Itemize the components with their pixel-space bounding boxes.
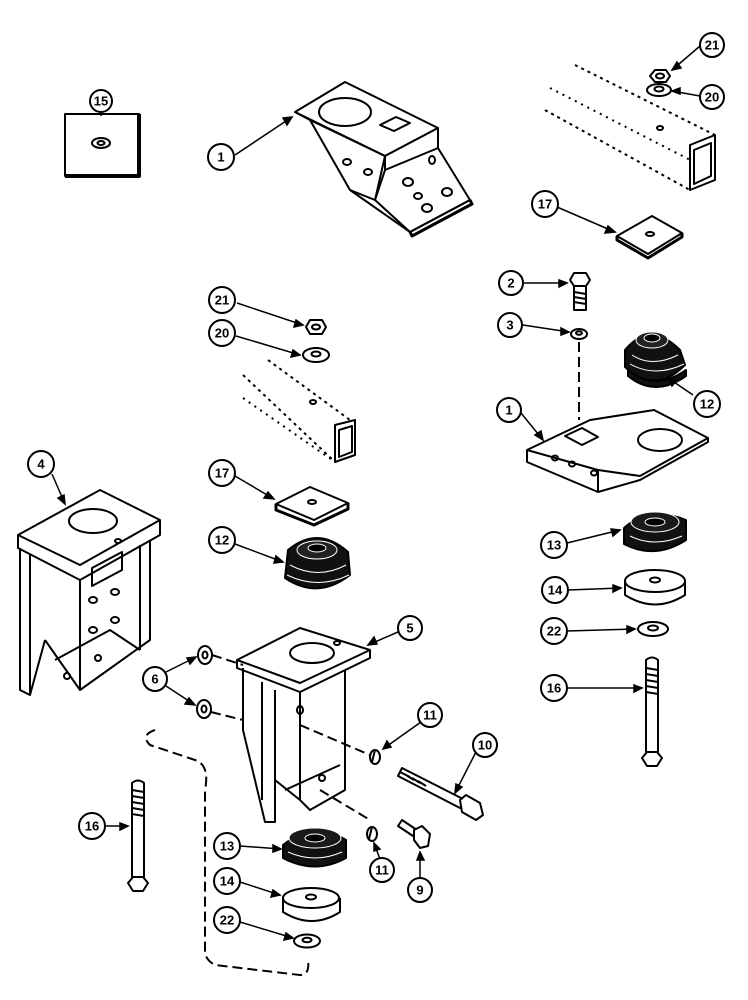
- callout-13-right-label: 13: [547, 538, 561, 553]
- part-6-washer-upper: [197, 645, 213, 665]
- callout-14-right-circle: [541, 576, 569, 604]
- callout-3-circle: [497, 312, 523, 338]
- part-15-square-pad: [64, 113, 141, 178]
- callout-5-circle: [397, 615, 423, 641]
- callout-20-middle-label: 20: [215, 326, 229, 341]
- callout-13-middle-label: 13: [220, 839, 234, 854]
- part-21-nut-middle: [305, 319, 327, 335]
- callout-22-middle-label: 22: [220, 913, 234, 928]
- callout-12-right-circle: [693, 390, 721, 418]
- callout-13-right-circle: [540, 531, 568, 559]
- part-1-bracket-plate-right: [526, 409, 709, 493]
- callout-10-circle: [472, 732, 498, 758]
- callout-21-top-label: 21: [705, 38, 719, 53]
- part-6-washer-lower: [196, 699, 212, 719]
- part-9-cap-screw: [397, 819, 431, 849]
- callout-20-top-circle: [699, 84, 725, 110]
- callout-2-label: 2: [507, 276, 514, 291]
- callout-17-middle-label: 17: [215, 466, 229, 481]
- callout-21-middle-circle: [208, 286, 236, 314]
- part-16-long-bolt-left: [127, 779, 149, 892]
- callout-6-label: 6: [151, 672, 158, 687]
- callout-17-top-label: 17: [538, 197, 552, 212]
- callout-11-lower-label: 11: [375, 863, 389, 878]
- callout-16-right-circle: [540, 674, 568, 702]
- part-13-snubber-middle: [282, 827, 347, 868]
- callout-12-middle-label: 12: [215, 533, 229, 548]
- callout-20-middle-circle: [208, 319, 236, 347]
- part-22-washer-middle: [293, 933, 321, 949]
- part-17-pad-middle: [274, 486, 350, 527]
- callout-4-label: 4: [37, 457, 45, 472]
- part-14-spacer-middle: [282, 887, 341, 922]
- callout-15-circle: [89, 89, 113, 113]
- part-11-lock-washer-lower: [366, 826, 378, 842]
- callout-21-top-circle: [699, 32, 725, 58]
- callout-14-middle-label: 14: [220, 874, 235, 889]
- part-20-washer-top: [646, 83, 672, 97]
- callout-11-upper-label: 11: [423, 708, 437, 723]
- callout-1-lower-circle: [496, 397, 522, 423]
- callout-12-middle-circle: [208, 526, 236, 554]
- part-1-mounting-bracket-top: [294, 81, 474, 238]
- callout-17-middle-circle: [208, 459, 236, 487]
- callout-3-label: 3: [506, 318, 513, 333]
- callout-2-circle: [498, 270, 524, 296]
- frame-tube-top-right: [544, 64, 716, 191]
- callout-17-top-circle: [531, 190, 559, 218]
- part-2-bolt: [569, 272, 591, 311]
- callout-16-left-label: 16: [85, 819, 99, 834]
- callout-15-label: 15: [94, 94, 108, 109]
- part-20-washer-middle: [302, 347, 330, 363]
- part-12-rubber-mount-middle: [284, 537, 351, 590]
- callout-22-right-label: 22: [547, 624, 561, 639]
- part-14-spacer-right: [624, 569, 686, 606]
- callout-9-circle: [407, 877, 433, 903]
- part-17-pad-top: [615, 215, 684, 260]
- callout-12-right-label: 12: [700, 397, 714, 412]
- part-21-nut-top: [649, 69, 671, 83]
- part-3-lock-washer: [570, 328, 588, 340]
- callout-22-middle-circle: [213, 906, 241, 934]
- part-5-center-bracket: [236, 627, 371, 823]
- callout-14-middle-circle: [213, 867, 241, 895]
- callout-1-top-label: 1: [217, 150, 224, 165]
- callout-16-right-label: 16: [547, 681, 561, 696]
- callout-21-middle-label: 21: [215, 293, 229, 308]
- callout-14-right-label: 14: [548, 583, 563, 598]
- callout-22-right-circle: [540, 617, 568, 645]
- callout-16-left-circle: [78, 812, 106, 840]
- part-12-rubber-mount-right: [624, 331, 687, 388]
- callout-6-circle: [142, 666, 168, 692]
- part-13-snubber-right: [623, 511, 687, 553]
- frame-tube-middle: [242, 359, 356, 463]
- part-10-bolt: [397, 767, 484, 821]
- callout-11-lower-circle: [369, 857, 395, 883]
- callout-9-label: 9: [416, 883, 423, 898]
- callout-5-label: 5: [406, 621, 413, 636]
- part-16-long-bolt-right: [641, 656, 663, 767]
- part-11-lock-washer-upper: [369, 749, 381, 765]
- callout-10-label: 10: [478, 738, 492, 753]
- callout-4-circle: [27, 450, 55, 478]
- callout-11-upper-circle: [417, 702, 443, 728]
- callout-13-middle-circle: [213, 832, 241, 860]
- part-22-washer-right: [637, 621, 669, 637]
- callout-20-top-label: 20: [705, 90, 719, 105]
- callout-1-lower-label: 1: [505, 403, 512, 418]
- callout-1-top-circle: [207, 143, 235, 171]
- part-4-support-bracket: [17, 489, 161, 696]
